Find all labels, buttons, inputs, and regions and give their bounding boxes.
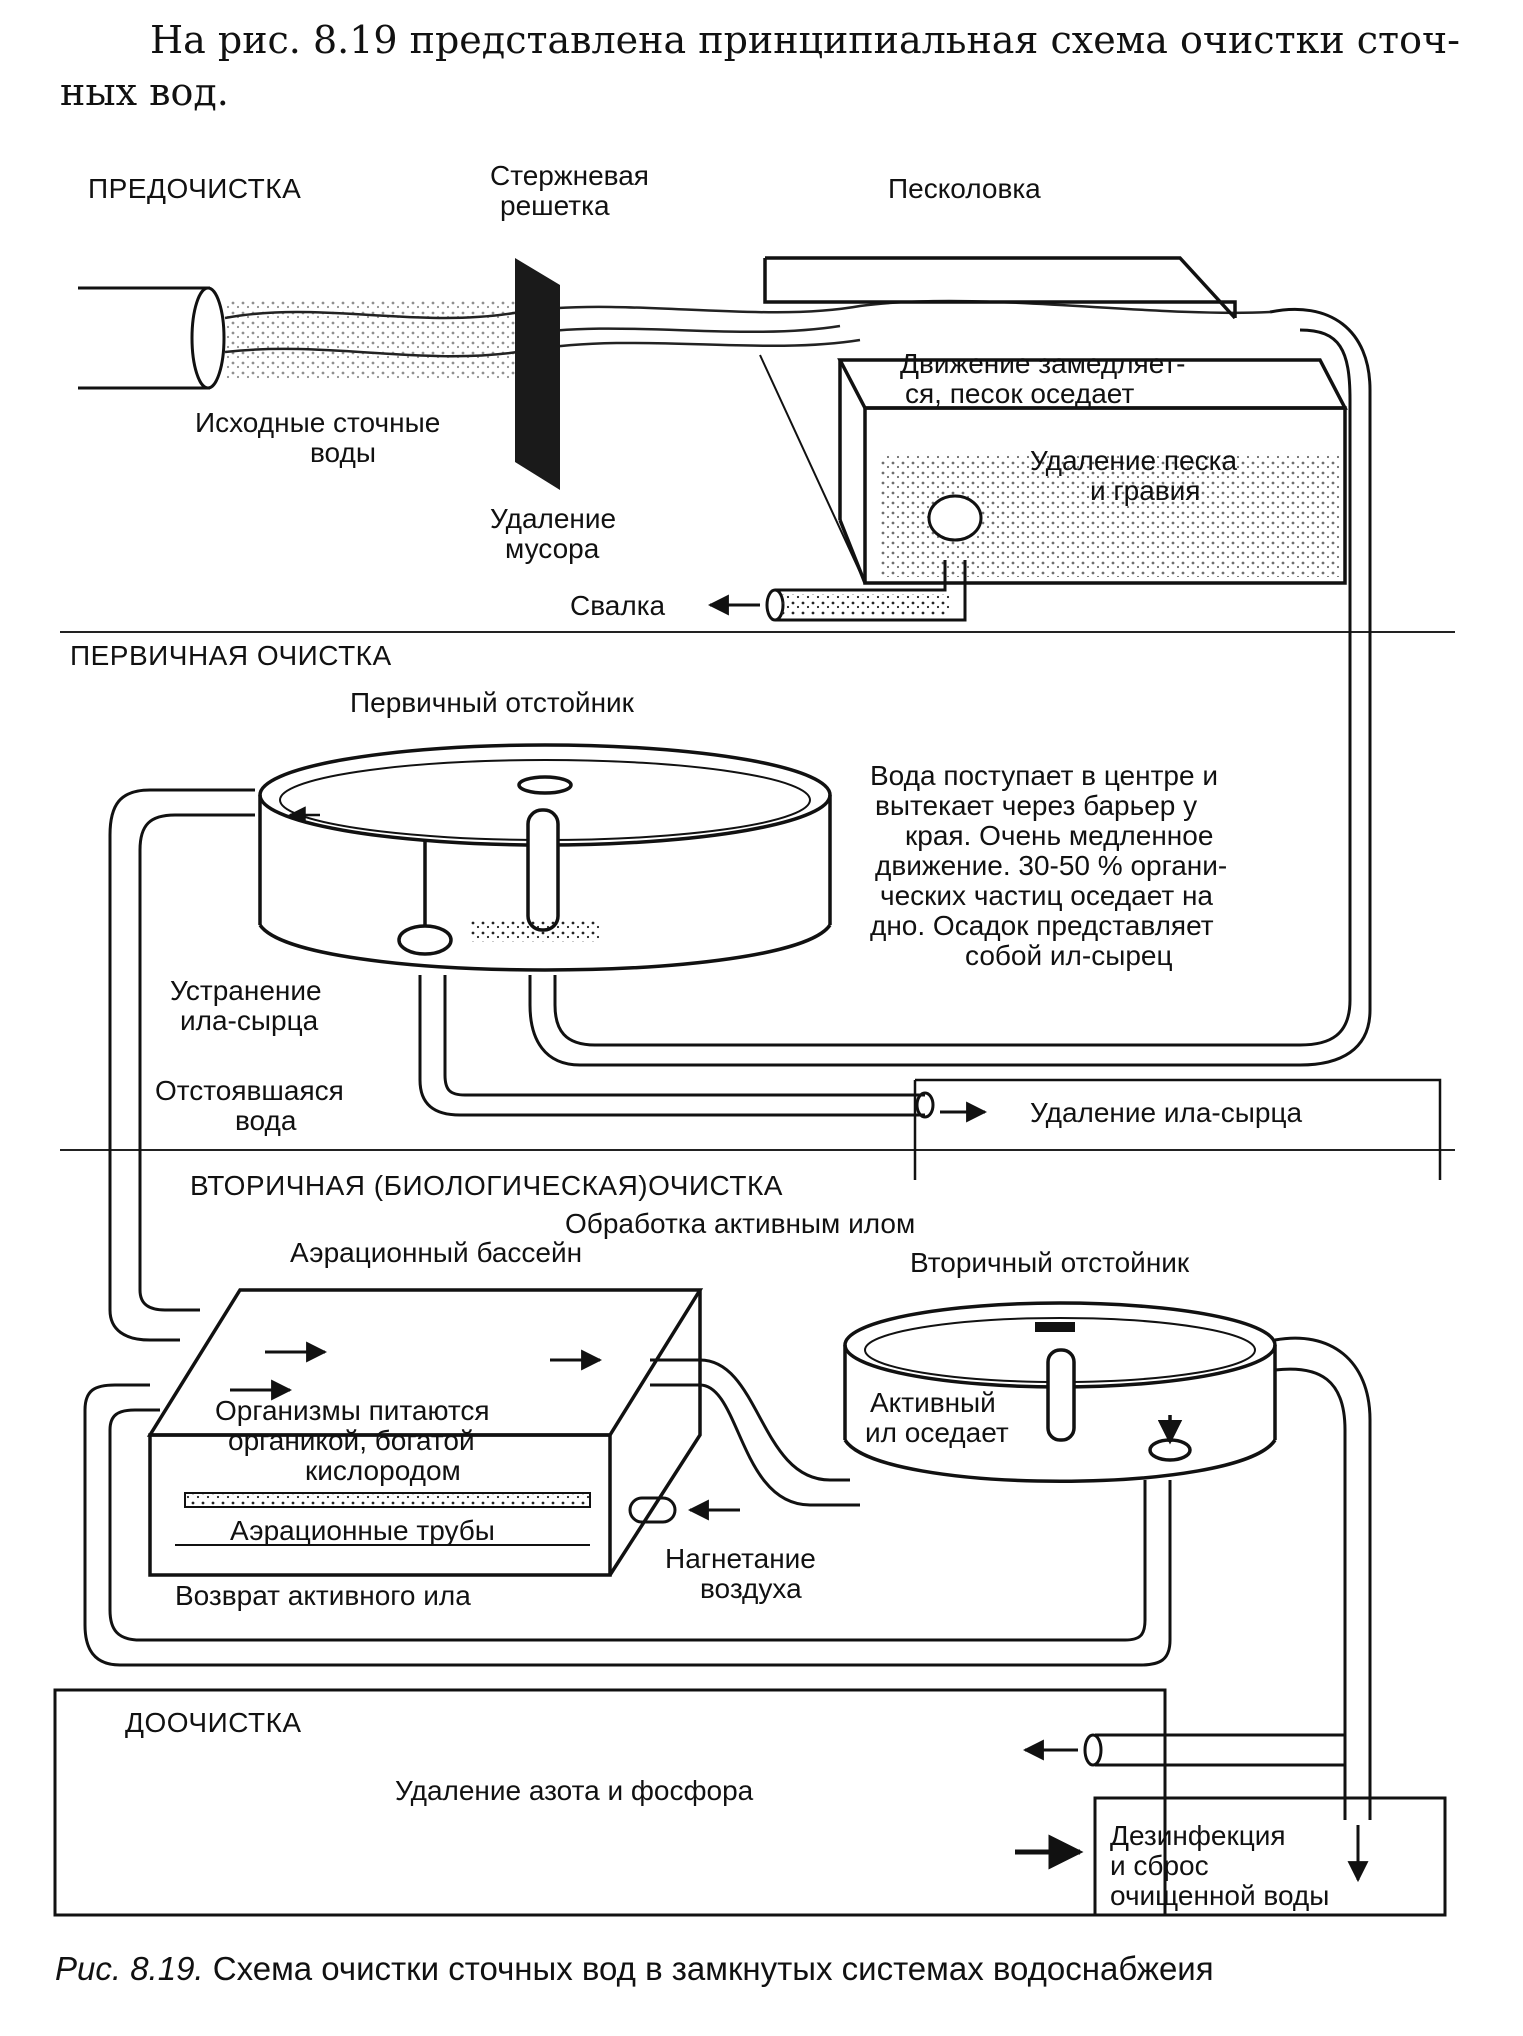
section-pretreatment: ПРЕДОЧИСТКА xyxy=(88,173,301,204)
aeration-pipes xyxy=(184,1492,591,1508)
stream-particles xyxy=(225,300,525,380)
section-primary: ПЕРВИЧНАЯ ОЧИСТКА xyxy=(70,640,392,671)
sludge-return-pipe xyxy=(83,1383,1172,1667)
aeration-pipes-label: Аэрационные трубы xyxy=(230,1515,495,1546)
raw-sewage-label: Исходные сточные воды xyxy=(195,407,448,468)
settled-water-pipe xyxy=(108,788,255,1342)
caption-prefix: Рис. 8.19. xyxy=(55,1950,204,1987)
grit-motion-label: Движение замедляет- ся, песок оседает xyxy=(900,348,1193,409)
grit-chamber xyxy=(759,256,1348,585)
secondary-inlet xyxy=(1035,1322,1075,1332)
secondary-settler xyxy=(843,1301,1277,1483)
bar-screen xyxy=(515,258,560,490)
secondary-settler-label: Вторичный отстойник xyxy=(910,1247,1190,1278)
air-injection-label: Нагнетание воздуха xyxy=(665,1543,824,1604)
aeration-inflow-arrows xyxy=(230,1341,603,1401)
tertiary-box xyxy=(53,1688,1447,1917)
primary-settler xyxy=(258,743,832,972)
inflow-pipe xyxy=(78,286,226,390)
intro-paragraph: На рис. 8.19 представлена принципиальная… xyxy=(60,14,1460,118)
intro-line-2: ных вод. xyxy=(60,70,229,114)
sand-in-pipe xyxy=(780,594,950,616)
active-sludge-settles-label: Активный ил оседает xyxy=(865,1387,1009,1448)
organisms-label: Организмы питаются органикой, богатой ки… xyxy=(215,1395,497,1486)
intro-line-1: На рис. 8.19 представлена принципиальная… xyxy=(150,18,1460,62)
primary-sediment xyxy=(470,920,600,942)
primary-description: Вода поступает в центре и вытекает через… xyxy=(870,760,1235,971)
primary-settler-label: Первичный отстойник xyxy=(350,687,635,718)
figure-caption: Рис. 8.19. Схема очистки сточных вод в з… xyxy=(55,1950,1495,1988)
air-injection-pipe xyxy=(628,1496,677,1524)
aeration-basin xyxy=(146,1288,704,1577)
activated-sludge-label: Обработка активным илом xyxy=(565,1208,915,1239)
debris-removal-label: Удаление мусора xyxy=(490,503,624,564)
grit-drain xyxy=(927,494,983,542)
pipe-to-secondary xyxy=(650,1358,860,1507)
raw-sludge-pipe xyxy=(418,975,935,1119)
n-p-removal-label: Удаление азота и фосфора xyxy=(395,1775,754,1806)
sludge-elimination-label: Устранение ила-сырца xyxy=(170,975,329,1036)
raw-sludge-removal-label: Удаление ила-сырца xyxy=(1030,1097,1302,1128)
caption-text: Схема очистки сточных вод в замкнутых си… xyxy=(203,1950,1214,1987)
pipe-to-primary xyxy=(528,307,1372,1067)
sludge-return-label: Возврат активного ила xyxy=(175,1580,471,1611)
landfill-label: Свалка xyxy=(570,590,666,621)
secondary-outflow-pipe xyxy=(1274,1336,1372,1820)
settled-water-label: Отстоявшаяся вода xyxy=(155,1075,352,1136)
sand-outflow-pipe xyxy=(765,560,967,622)
section-tertiary: ДООЧИСТКА xyxy=(125,1707,302,1738)
sand-removal-label: Удаление песка и гравия xyxy=(1030,445,1245,506)
aeration-basin-label: Аэрационный бассейн xyxy=(290,1237,582,1268)
tertiary-inflow-pipe xyxy=(1083,1733,1345,1767)
bar-screen-label: Стержневая решетка xyxy=(490,160,657,221)
section-secondary: ВТОРИЧНАЯ (БИОЛОГИЧЕСКАЯ)ОЧИСТКА xyxy=(190,1170,783,1201)
raw-sludge-removal-box xyxy=(913,1078,1442,1180)
disinfection-label: Дезинфекция и сброс очищенной воды xyxy=(1110,1820,1329,1911)
grit-chamber-label: Песколовка xyxy=(888,173,1041,204)
section-dividers xyxy=(60,631,1455,1151)
